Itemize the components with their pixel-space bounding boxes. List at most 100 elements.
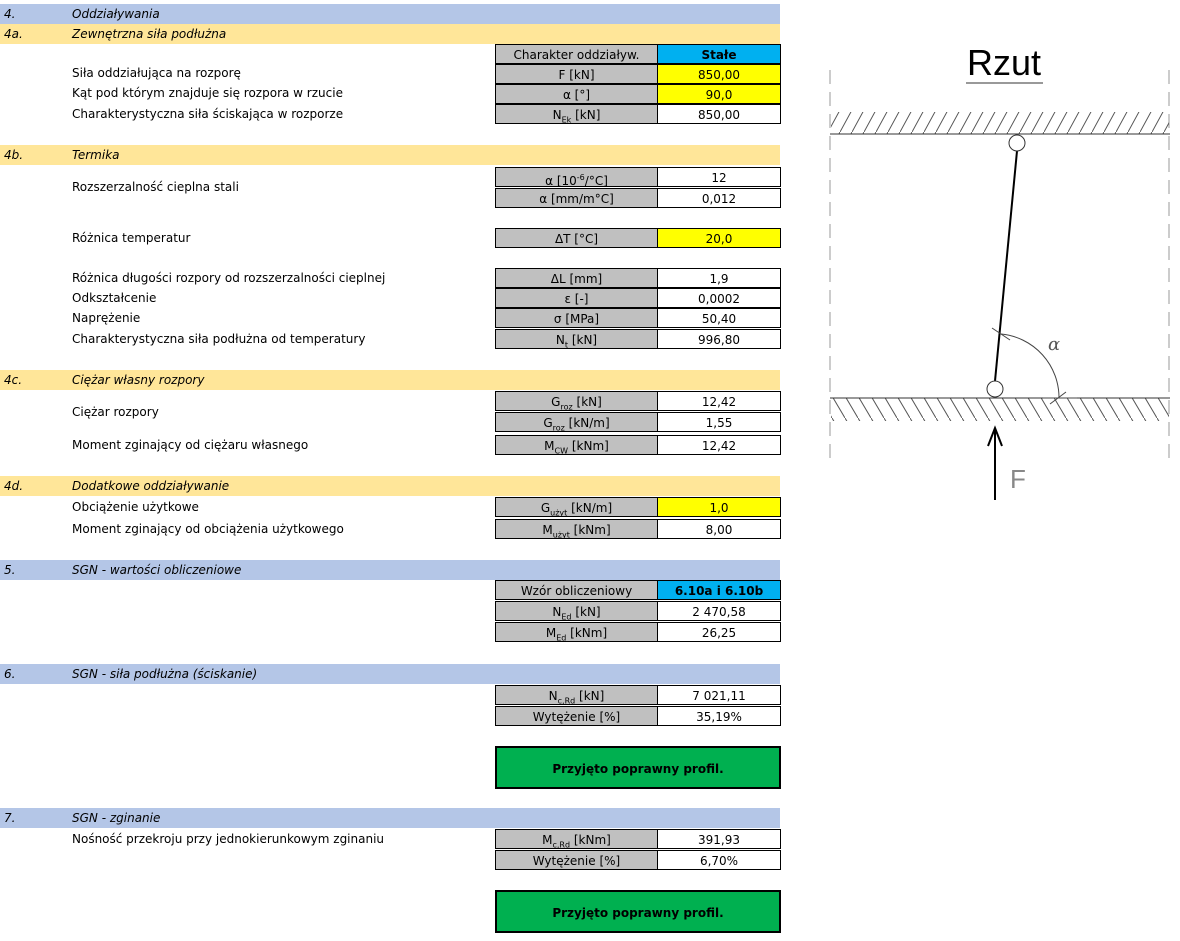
label-symbol: N — [552, 605, 562, 619]
label-symbol: α — [539, 192, 548, 206]
label-subscript: Ed — [556, 633, 567, 643]
section-title: SGN - siła podłużna (ściskanie) — [72, 667, 258, 681]
section-title: SGN - wartości obliczeniowe — [72, 563, 242, 577]
section-number: 4c. — [4, 373, 23, 387]
input-cell[interactable]: 1,0 — [657, 497, 781, 517]
value-cell: 50,40 — [657, 308, 781, 328]
value-cell: 12,42 — [657, 391, 781, 411]
parameter-label: Nt [kN] — [495, 329, 658, 349]
section-header: 4d.Dodatkowe oddziaływanie — [0, 476, 780, 496]
row-description: Kąt pod którym znajduje się rozpora w rz… — [72, 86, 343, 100]
value-cell: 12 — [657, 167, 781, 187]
label-symbol: M — [542, 523, 553, 537]
label-subscript: t — [564, 340, 568, 350]
input-cell[interactable]: 6.10a i 6.10b — [657, 580, 781, 600]
label-unit: [kN/m] — [564, 416, 610, 430]
section-number: 5. — [4, 563, 16, 577]
label-unit: [kN/m] — [567, 501, 613, 515]
row-description: Moment zginający od obciążenia użytkoweg… — [72, 522, 344, 536]
label-unit: [mm] — [565, 272, 603, 286]
value-cell: 12,42 — [657, 435, 781, 455]
label-symbol: F — [558, 68, 566, 82]
label-subscript: Ed — [561, 612, 572, 622]
parameter-label: ΔT [°C] — [495, 228, 658, 248]
input-cell[interactable]: Stałe — [657, 44, 781, 64]
section-number: 4a. — [4, 27, 23, 41]
parameter-label: α [mm/m°C] — [495, 188, 658, 208]
input-cell[interactable]: 90,0 — [657, 84, 781, 104]
section-number: 7. — [4, 811, 16, 825]
parameter-label: Nc,Rd [kN] — [495, 685, 658, 705]
parameter-label: Groz [kN/m] — [495, 412, 658, 432]
label-subscript: CW — [554, 446, 569, 456]
parameter-label: α [°] — [495, 84, 658, 104]
label-unit: [kNm] — [568, 439, 609, 453]
row-description: Moment zginający od ciężaru własnego — [72, 438, 309, 452]
label-symbol: Wytężenie [%] — [532, 854, 621, 868]
parameter-label: Wytężenie [%] — [495, 850, 658, 870]
section-header: 4c. Ciężar własny rozpory — [0, 370, 780, 390]
bottom-wall-hatch — [831, 398, 1169, 421]
parameter-label: Wzór obliczeniowy — [495, 580, 658, 600]
value-cell: 2 470,58 — [657, 601, 781, 621]
status-result: Przyjęto poprawny profil. — [495, 746, 781, 789]
value-cell: 7 021,11 — [657, 685, 781, 705]
value-cell: 1,55 — [657, 412, 781, 432]
value-cell: 6,70% — [657, 850, 781, 870]
value-cell: 0,012 — [657, 188, 781, 208]
value-cell: 26,25 — [657, 622, 781, 642]
label-unit: /°C] — [584, 174, 608, 188]
status-result: Przyjęto poprawny profil. — [495, 890, 781, 933]
row-description: Ciężar rozpory — [72, 405, 159, 419]
label-unit: [kN] — [575, 689, 605, 703]
label-symbol: Wzór obliczeniowy — [520, 584, 633, 598]
diagram-title: Rzut — [967, 42, 1041, 83]
label-symbol: N — [555, 333, 565, 347]
label-unit: [kN] — [572, 395, 602, 409]
section-header: 7. SGN - zginanie — [0, 808, 780, 828]
value-cell: 996,80 — [657, 329, 781, 349]
bottom-hinge — [986, 380, 1004, 398]
label-subscript: użyt — [552, 530, 570, 540]
parameter-label: ΔL [mm] — [495, 268, 658, 288]
input-cell[interactable]: 850,00 — [657, 64, 781, 84]
parameter-label: Gużyt [kN/m] — [495, 497, 658, 517]
label-symbol: σ — [553, 312, 562, 326]
section-title: SGN - zginanie — [72, 811, 161, 825]
parameter-label: Mużyt [kNm] — [495, 519, 658, 539]
section-title: Zewnętrzna siła podłużna — [72, 27, 227, 41]
label-symbol: ΔL — [550, 272, 566, 286]
parameter-label: Wytężenie [%] — [495, 706, 658, 726]
row-description: Nośność przekroju przy jednokierunkowym … — [72, 832, 385, 846]
parameter-label: Mc,Rd [kNm] — [495, 829, 658, 849]
label-symbol: Wytężenie [%] — [532, 710, 621, 724]
label-unit: [°C] — [570, 232, 599, 246]
value-cell: 1,9 — [657, 268, 781, 288]
label-unit: [kN] — [568, 333, 598, 347]
arc-tick — [991, 327, 1011, 341]
parameter-label: NEd [kN] — [495, 601, 658, 621]
label-unit: [kNm] — [569, 523, 611, 537]
value-cell: 850,00 — [657, 104, 781, 124]
label-symbol: ΔT — [554, 232, 571, 246]
top-wall-hatch — [831, 112, 1169, 134]
label-symbol: α — [562, 88, 571, 102]
value-cell: 391,93 — [657, 829, 781, 849]
section-number: 4d. — [4, 479, 24, 493]
label-unit: [kN] — [571, 108, 601, 122]
input-cell[interactable]: 20,0 — [657, 228, 781, 248]
label-symbol: G — [540, 501, 551, 515]
label-symbol: N — [548, 689, 558, 703]
parameter-label: F [kN] — [495, 64, 658, 84]
section-header: 4.Oddziaływania — [0, 4, 780, 24]
force-label: F — [1010, 464, 1026, 494]
section-header: 5. SGN - wartości obliczeniowe — [0, 560, 780, 580]
label-symbol: G — [543, 416, 553, 430]
label-subscript: użyt — [550, 508, 568, 518]
parameter-label: NEk [kN] — [495, 104, 658, 124]
section-header: 4b.Termika — [0, 145, 780, 165]
row-description: Rozszerzalność cieplna stali — [72, 180, 239, 194]
label-subscript: roz — [552, 423, 565, 433]
label-symbol: α [10 — [545, 174, 577, 188]
section-title: Ciężar własny rozpory — [72, 373, 205, 387]
